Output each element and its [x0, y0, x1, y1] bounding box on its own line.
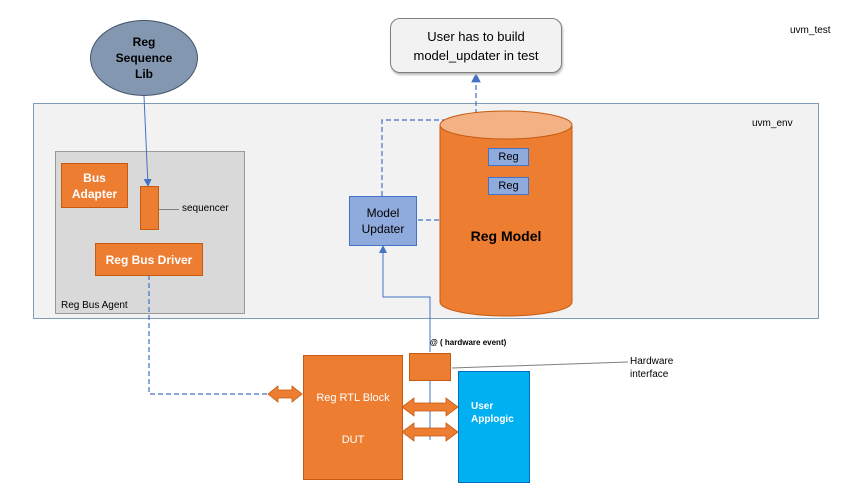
reg-rtl-block-label: Reg RTL Block	[316, 392, 390, 404]
uvm-env-label: uvm_env	[752, 118, 793, 129]
reg-box-1: Reg	[488, 148, 529, 166]
sequencer-block	[140, 186, 159, 230]
reg-box-2: Reg	[488, 177, 529, 195]
reg-model-label: Reg Model	[470, 228, 542, 244]
model-updater-line2: Updater	[361, 222, 405, 236]
hardware-interface-label: Hardware interface	[630, 355, 673, 381]
reg-sequence-lib: Reg Sequence Lib	[90, 20, 198, 96]
user-applogic: User Applogic	[458, 371, 530, 483]
model-updater: Model Updater	[349, 196, 417, 246]
callout-line2: model_updater in test	[413, 47, 539, 63]
hardware-interface-line	[451, 361, 629, 369]
reg-sequence-lib-line3: Lib	[134, 67, 153, 81]
model-updater-line1: Model	[366, 206, 400, 220]
reg-sequence-lib-line1: Reg	[132, 35, 156, 49]
bus-adapter-line1: Bus	[83, 170, 106, 185]
user-callout: User has to build model_updater in test	[390, 18, 562, 73]
reg-bus-driver: Reg Bus Driver	[95, 243, 203, 276]
hardware-interface-line2: interface	[630, 369, 669, 380]
reg-sequence-lib-line2: Sequence	[115, 51, 173, 65]
callout-line1: User has to build	[427, 28, 525, 44]
sequencer-pointer-line	[159, 209, 179, 210]
dut-label: DUT	[341, 434, 365, 446]
reg-bus-agent-label: Reg Bus Agent	[61, 300, 128, 311]
bus-adapter: Bus Adapter	[61, 163, 128, 208]
dut-bus-arrow	[267, 385, 303, 403]
dut-applogic-arrow-1	[401, 397, 459, 417]
hardware-event-label: @ ( hardware event)	[430, 338, 507, 347]
uvm-test-label: uvm_test	[790, 25, 831, 36]
bus-adapter-line2: Adapter	[71, 186, 118, 201]
user-applogic-line1: User	[471, 401, 494, 412]
sequencer-label: sequencer	[182, 203, 229, 214]
reg-rtl-block: Reg RTL Block DUT	[303, 355, 403, 480]
hardware-event-block	[409, 353, 451, 381]
hardware-interface-line1: Hardware	[630, 356, 674, 367]
dut-applogic-arrow-2	[401, 422, 459, 442]
user-applogic-line2: Applogic	[471, 414, 514, 425]
